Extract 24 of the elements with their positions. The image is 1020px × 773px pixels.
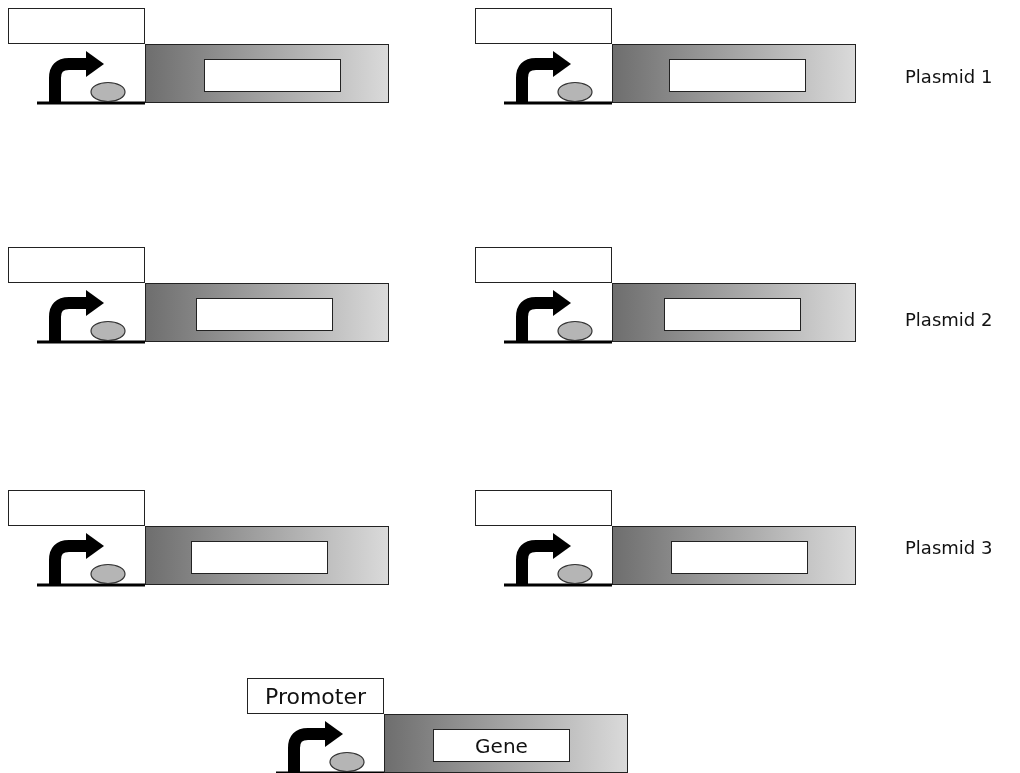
empty-label-box: [191, 541, 328, 574]
plasmid-label: Plasmid 2: [905, 309, 993, 330]
empty-label-box: [8, 8, 145, 44]
empty-label-box: [475, 247, 612, 283]
promoter-label-box: Promoter: [247, 678, 384, 714]
empty-label-box: [8, 247, 145, 283]
empty-label-box: [669, 59, 806, 92]
gene-bar: [145, 526, 389, 585]
gene-bar: [145, 44, 389, 103]
empty-label-box: [196, 298, 333, 331]
gene-bar: [612, 526, 856, 585]
plasmid-label: Plasmid 3: [905, 537, 993, 558]
empty-label-box: [475, 490, 612, 526]
empty-label-box: [671, 541, 808, 574]
gene-bar: [145, 283, 389, 342]
gene-bar: [384, 714, 628, 773]
gene-bar: [612, 44, 856, 103]
empty-label-box: [204, 59, 341, 92]
gene-bar: [612, 283, 856, 342]
plasmid-label: Plasmid 1: [905, 66, 993, 87]
empty-label-box: [8, 490, 145, 526]
empty-label-box: [664, 298, 801, 331]
gene-label-box: Gene: [433, 729, 570, 762]
empty-label-box: [475, 8, 612, 44]
